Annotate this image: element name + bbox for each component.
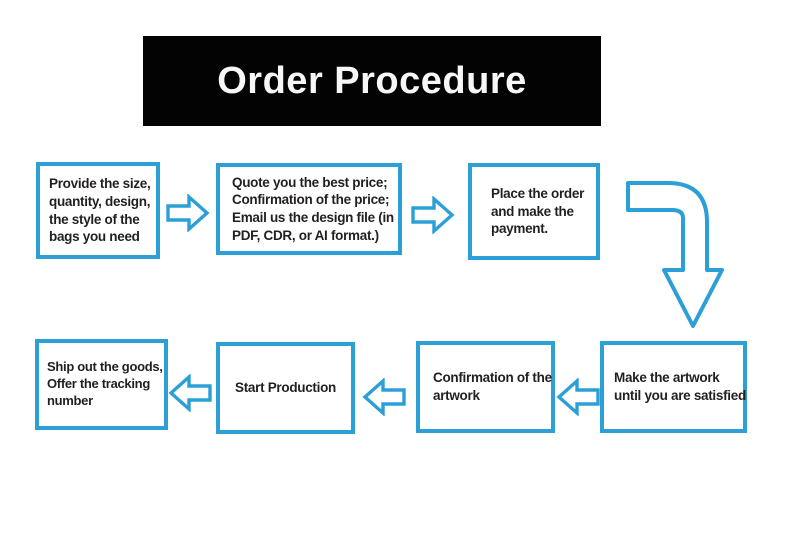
step-box-place-order: Place the order and make the payment. <box>468 163 600 260</box>
step-box-make-artwork: Make the artwork until you are satisfied <box>600 341 747 433</box>
step-text: Quote you the best price; Confirmation o… <box>232 174 394 243</box>
arrow-left-icon <box>556 378 600 416</box>
step-text: Ship out the goods, Offer the tracking n… <box>47 359 163 408</box>
arrow-right-icon <box>411 196 455 234</box>
arrow-left-icon <box>362 378 406 416</box>
step-box-quote-price: Quote you the best price; Confirmation o… <box>216 163 402 255</box>
step-text: Confirmation of the artwork <box>433 370 552 403</box>
step-text: Place the order and make the payment. <box>491 186 585 237</box>
elbow-arrow-down-icon <box>625 180 725 330</box>
step-text: Make the artwork until you are satisfied <box>614 370 746 403</box>
step-box-confirm-artwork: Confirmation of the artwork <box>416 341 555 433</box>
title-banner: Order Procedure <box>143 36 601 126</box>
step-text: Start Production <box>235 380 336 396</box>
step-box-ship-goods: Ship out the goods, Offer the tracking n… <box>35 339 168 430</box>
arrow-left-icon <box>168 374 212 412</box>
step-box-start-production: Start Production <box>216 342 355 434</box>
step-box-provide-details: Provide the size, quantity, design, the … <box>36 162 160 259</box>
arrow-right-icon <box>166 194 210 232</box>
page-title: Order Procedure <box>217 59 527 102</box>
step-text: Provide the size, quantity, design, the … <box>49 176 151 245</box>
